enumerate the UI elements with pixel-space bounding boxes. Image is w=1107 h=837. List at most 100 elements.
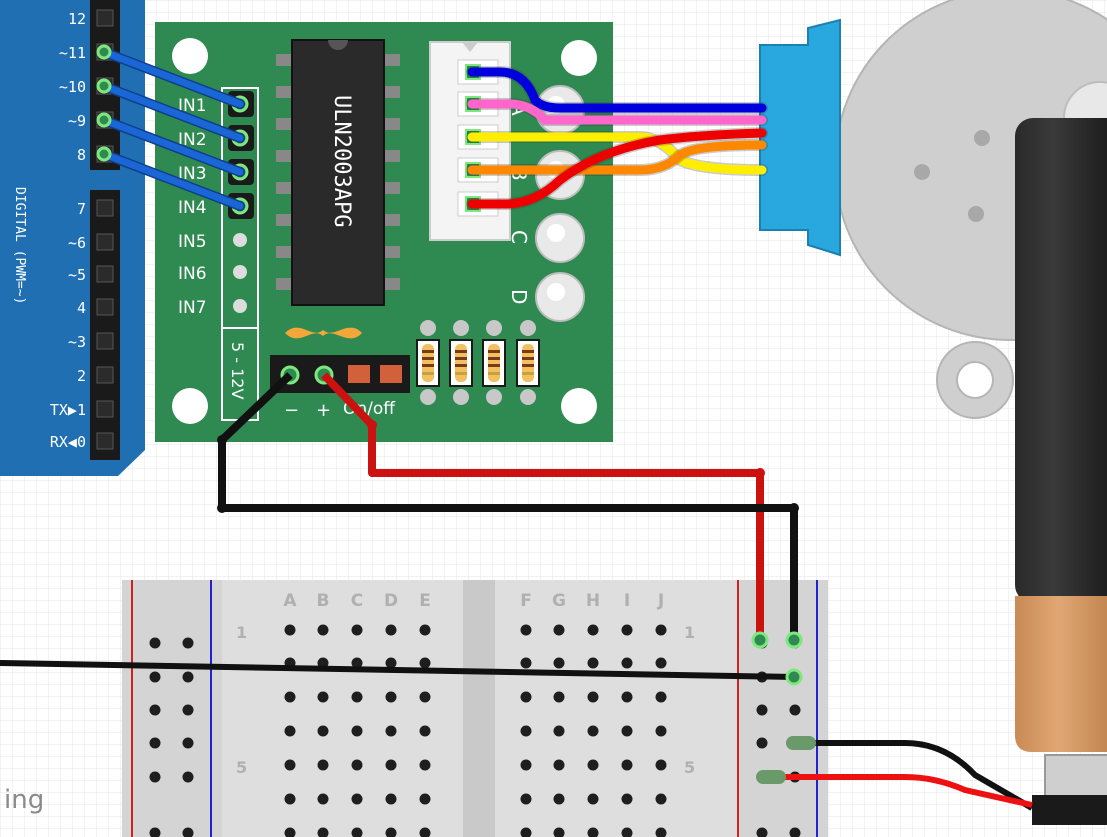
input-pin [233, 265, 247, 279]
motor-screw [974, 130, 990, 146]
motor-wire [467, 128, 767, 209]
signal-wires [96, 44, 245, 211]
column-label: E [419, 591, 431, 611]
motor-screw [968, 206, 984, 222]
breadboard-hole [520, 793, 532, 805]
breadboard-hole [621, 624, 633, 636]
brand-fragment: ing [4, 785, 44, 815]
breadboard-holes [149, 624, 801, 837]
breadboard-hole [385, 657, 397, 669]
breadboard-rail-hole [149, 704, 161, 716]
breadboard-hole [553, 759, 565, 771]
chip-legs [276, 54, 400, 290]
chip-leg [382, 182, 400, 194]
breadboard-hole [587, 759, 599, 771]
jumper-pad [348, 365, 370, 383]
battery-copper-cap [1015, 596, 1107, 752]
chip-notch [328, 40, 348, 50]
resistor-body [422, 344, 434, 382]
chip-leg [276, 182, 294, 194]
arduino-pin-socket [96, 9, 114, 27]
center-channel [463, 580, 495, 837]
breadboard-hole [655, 793, 667, 805]
breadboard-rail-hole [789, 827, 801, 837]
input-label: IN3 [178, 164, 207, 184]
battery-lead-red[interactable] [764, 774, 1033, 808]
chip-leg [382, 214, 400, 226]
breadboard-hole [317, 759, 329, 771]
ground-wire-long[interactable] [0, 660, 795, 680]
breadboard-hole [655, 657, 667, 669]
resistor-body [522, 344, 534, 382]
power-wire-red[interactable] [321, 372, 764, 640]
column-label: I [624, 591, 630, 611]
battery-lead-black[interactable] [794, 740, 1034, 811]
led-label: C [507, 230, 531, 244]
breadboard-hole [520, 624, 532, 636]
chip-leg [276, 150, 294, 162]
breadboard-rail-hole [182, 704, 194, 716]
battery-body [1015, 118, 1107, 603]
wire-bend-point [217, 503, 227, 513]
resistor-band [488, 357, 500, 360]
breadboard-hole [621, 725, 633, 737]
breadboard-rail-hole [182, 771, 194, 783]
wire-bend-point [755, 468, 765, 478]
led-highlight [547, 224, 565, 242]
arduino-pin-label: ~3 [68, 333, 86, 351]
battery-lead-end [756, 770, 786, 784]
arduino-pin-label: 8 [77, 146, 86, 164]
arduino-pin-socket [96, 265, 114, 283]
breadboard-hole [419, 725, 431, 737]
breadboard-hole [317, 725, 329, 737]
breadboard-hole [587, 624, 599, 636]
breadboard-hole [655, 759, 667, 771]
plus-label: + [316, 400, 331, 421]
capacitor [285, 327, 362, 339]
breadboard-hole [385, 624, 397, 636]
breadboard-hole [419, 624, 431, 636]
signal-wire-end [96, 78, 112, 94]
chip-leg [276, 246, 294, 258]
input-label: IN6 [178, 264, 207, 284]
column-label: A [283, 591, 297, 611]
resistor-pad [420, 320, 436, 336]
led-label: D [507, 289, 531, 304]
breadboard-hole [553, 725, 565, 737]
resistor-band [488, 350, 500, 353]
resistor-band [522, 372, 534, 375]
breadboard-hole [284, 827, 296, 837]
arduino-pin-label: ~9 [68, 112, 86, 130]
mount-hole [561, 388, 597, 424]
chip-leg [382, 150, 400, 162]
resistor-group [416, 320, 540, 405]
chip-leg [382, 278, 400, 290]
breadboard-hole [317, 691, 329, 703]
chip-leg [276, 86, 294, 98]
signal-wire [100, 116, 244, 176]
mount-hole [561, 40, 597, 76]
motor-wire [467, 67, 767, 113]
jumper-pad [380, 365, 402, 383]
breadboard-hole [621, 827, 633, 837]
resistor-band [522, 364, 534, 367]
battery-lead-end [786, 736, 816, 750]
chip-leg [276, 54, 294, 66]
breadboard-hole [520, 725, 532, 737]
breadboard-hole [587, 827, 599, 837]
breadboard-hole [351, 759, 363, 771]
breadboard-rail-hole [789, 704, 801, 716]
row-label-5-left: 5 [236, 758, 247, 777]
chip-leg [276, 278, 294, 290]
resistor-band [522, 357, 534, 360]
row-label-1-right: 1 [684, 623, 695, 642]
breadboard-hole [553, 691, 565, 703]
resistor-pad [520, 389, 536, 405]
arduino-pin-label: 2 [77, 367, 86, 385]
breadboard-hole [284, 624, 296, 636]
breadboard-hole [419, 759, 431, 771]
